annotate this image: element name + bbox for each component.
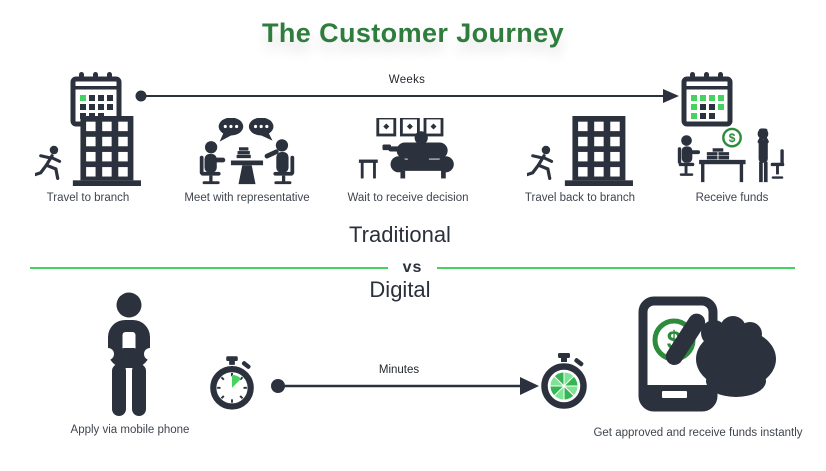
divider-line-right bbox=[437, 267, 796, 269]
traditional-heading: Traditional bbox=[349, 222, 451, 247]
vs-divider: vs bbox=[30, 259, 796, 277]
divider-line-left bbox=[30, 267, 388, 269]
step-label: Meet with representative bbox=[184, 192, 310, 204]
step-wait-decision: Wait to receive decision bbox=[326, 114, 490, 204]
page-title: The Customer Journey bbox=[261, 18, 565, 48]
minutes-label: Minutes bbox=[378, 364, 420, 376]
step-label: Wait to receive decision bbox=[347, 192, 469, 204]
step-label: Travel back to branch bbox=[524, 192, 636, 204]
tapping-hand-icon bbox=[665, 313, 776, 397]
receive-funds-icon: $ bbox=[676, 114, 788, 186]
stopwatch-start-icon bbox=[209, 356, 255, 412]
meeting-icon bbox=[185, 114, 309, 186]
step-travel-to-branch: Travel to branch bbox=[10, 114, 166, 204]
stopwatch-end-icon bbox=[540, 353, 588, 411]
runner-icon bbox=[35, 145, 62, 181]
wait-decision-icon bbox=[356, 114, 460, 186]
step-travel-back: Travel back to branch bbox=[498, 114, 662, 204]
approved-phone-label: Get approved and receive funds instantly bbox=[593, 427, 803, 439]
svg-text:$: $ bbox=[729, 131, 736, 145]
vs-label: vs bbox=[402, 259, 423, 276]
step-label: Travel to branch bbox=[46, 192, 130, 204]
dollar-badge-icon: $ bbox=[722, 127, 742, 148]
minutes-arrow bbox=[258, 376, 540, 396]
weeks-arrow bbox=[133, 88, 681, 104]
travel-branch-icon bbox=[35, 114, 141, 186]
approved-phone-icon: $ bbox=[636, 296, 786, 414]
travel-back-icon bbox=[527, 114, 633, 186]
step-label: Receive funds bbox=[695, 192, 769, 204]
runner-icon bbox=[527, 145, 554, 181]
digital-heading: Digital bbox=[369, 277, 431, 302]
apply-mobile-icon bbox=[96, 292, 162, 418]
calendar-end-icon bbox=[681, 72, 733, 128]
step-receive-funds: $ Receive funds bbox=[652, 114, 812, 204]
step-meet-representative: Meet with representative bbox=[167, 114, 327, 204]
apply-mobile-label: Apply via mobile phone bbox=[70, 424, 190, 436]
weeks-label: Weeks bbox=[388, 74, 426, 86]
